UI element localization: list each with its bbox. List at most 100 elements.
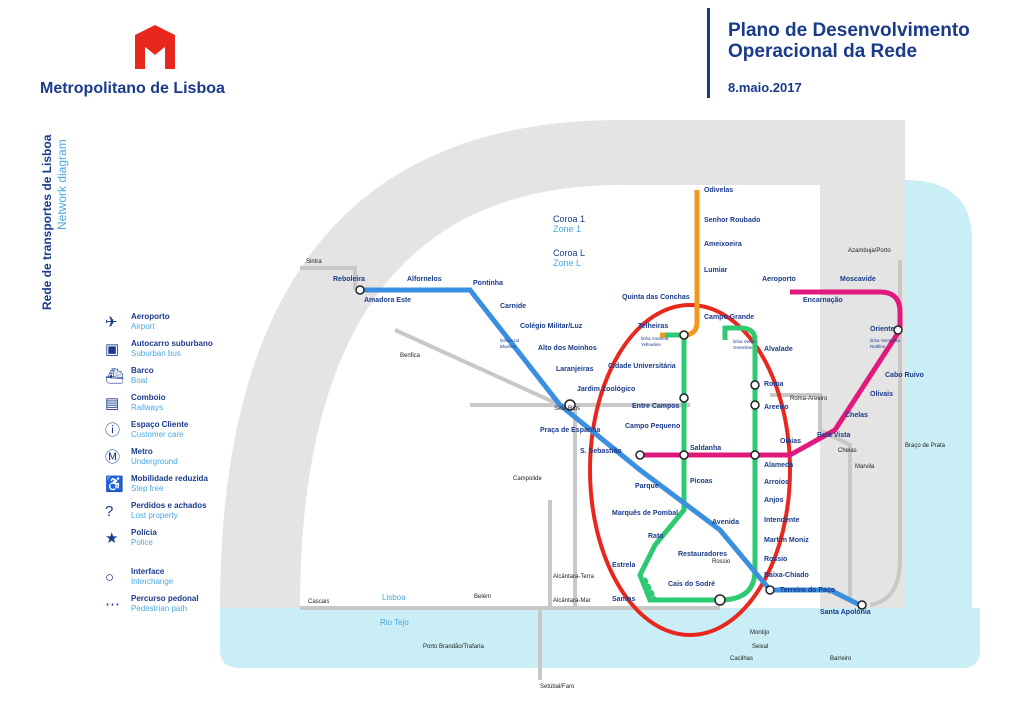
station-alcantara-terra: Alcântara-Terra [553,574,595,580]
station-praca: Praça de Espanha [540,427,600,434]
station-rato: Rato [648,533,664,540]
station-setubal: Setúbal/Faro [540,684,575,690]
station-estrela: Estrela [612,562,635,569]
brand-name: Metropolitano de Lisboa [40,80,225,97]
zone-l-en: Zone L [553,258,581,268]
station-montijo: Montijo [750,630,770,636]
river-label-rio: Rio Tejo [380,618,409,627]
river-right [905,180,972,620]
legend-label: Autocarro suburbano [131,339,213,348]
station-campo-pequeno: Campo Pequeno [625,423,680,430]
green-dotted [642,577,723,603]
legend-label-en: Boat [131,376,148,385]
station-cais: Cais do Sodré [668,581,715,588]
zone-l-label: Coroa L [553,248,585,258]
legend-label: Percurso pedonal [131,594,199,603]
legend-label: Perdidos e achados [131,501,207,510]
station-rossio: Rossio [764,556,787,563]
station-amadora: Amadora Este [364,297,411,304]
legend-label-en: Step free [131,484,164,493]
station-marvila: Marvila [855,464,875,470]
zone-arc [220,120,905,608]
zone-1-en: Zone 1 [553,224,581,234]
station-saldanha: Saldanha [690,445,721,452]
line-label-azul: linha Azul [500,338,519,343]
line-label-vermelha-en: Redline [870,344,886,349]
legend-label-en: Customer care [131,430,184,439]
line-label-vermelha: linha Vermelha [870,338,900,343]
station-telheiras: Telheiras [638,323,668,330]
legend-label: Aeroporto [131,312,170,321]
station-quinta: Quinta das Conchas [622,294,690,301]
station-barreiro: Barreiro [830,656,852,662]
legend-label: Metro [131,447,153,456]
interchange-icon: ○ [105,569,115,586]
blue-line [360,287,862,608]
dotted-path-icon: ⋯ [105,596,120,613]
line-label-verde: linha Verde [733,339,756,344]
legend-label-en: Police [131,538,153,547]
station-azambuja: Azambuja/Porto [848,248,891,254]
station-braco: Braço de Prata [905,443,946,449]
station-lumiar: Lumiar [704,267,728,274]
question-icon: ? [105,503,114,520]
river-label-lisboa: Lisboa [382,593,406,602]
yellow-line [660,190,700,338]
station-roma-areeiro: Roma-Areeiro [790,396,828,402]
legend-label-en: Airport [131,322,155,331]
station-reboleira: Reboleira [333,276,365,283]
station-seixal: Seixal [752,644,768,650]
legend-label-en: Underground [131,457,178,466]
station-benfica: Benfica [400,353,421,359]
station-cidade: Cidade Universitária [608,363,676,370]
interchanges [355,285,903,610]
line-label-amarela-en: Yellowline [641,342,661,347]
station-anjos: Anjos [764,497,784,504]
legend-label-en: Lost property [131,511,178,520]
station-alameda: Alameda [764,462,793,469]
red-line [640,289,903,458]
station-moscavide: Moscavide [840,276,876,283]
station-colegio: Colégio Militar/Luz [520,323,583,330]
station-entre-campos: Entre Campos [632,403,680,410]
airplane-icon: ✈ [105,314,118,331]
station-campo-grande: Campo Grande [704,314,754,321]
station-alfornelos: Alfornelos [407,276,442,283]
line-label-amarela: linha Amarela [641,336,669,341]
info-icon: ⓘ [105,422,121,439]
station-sao-sebastiao: S. Sebastião [580,448,622,455]
metro-logo [135,25,175,69]
station-cabo-ruivo: Cabo Ruivo [885,372,924,379]
wheelchair-icon: ♿ [105,476,124,493]
station-ameixoeira: Ameixoeira [704,241,742,248]
legend-label-en: Interchange [131,577,174,586]
station-baixa: Baixa-Chiado [764,572,809,579]
station-santa-apolonia: Santa Apolónia [820,609,871,616]
bus-icon: ▣ [105,341,120,358]
station-laranjeiras: Laranjeiras [556,366,593,373]
highlight-ellipse [588,303,792,637]
station-alvalade: Alvalade [764,346,793,353]
station-odivelas: Odivelas [704,187,733,194]
legend-label-en: Suburban bus [131,349,181,358]
legend-label: Barco [131,366,154,375]
line-label-azul-en: Blueline [500,344,517,349]
station-arroios: Arroios [764,479,789,486]
legend-label: Espaço Cliente [131,420,189,429]
line-label-verde-en: Greenline [733,345,753,350]
station-sete-rios: Sete Rios [554,406,580,412]
station-belem: Belém [474,594,491,600]
title-divider [707,8,710,98]
station-chelas-rail: Chelas [838,448,857,454]
station-cacilhas: Cacilhas [730,656,753,662]
legend-label-en: Pedestrian path [131,604,188,613]
station-alto: Alto dos Moinhos [538,345,597,352]
